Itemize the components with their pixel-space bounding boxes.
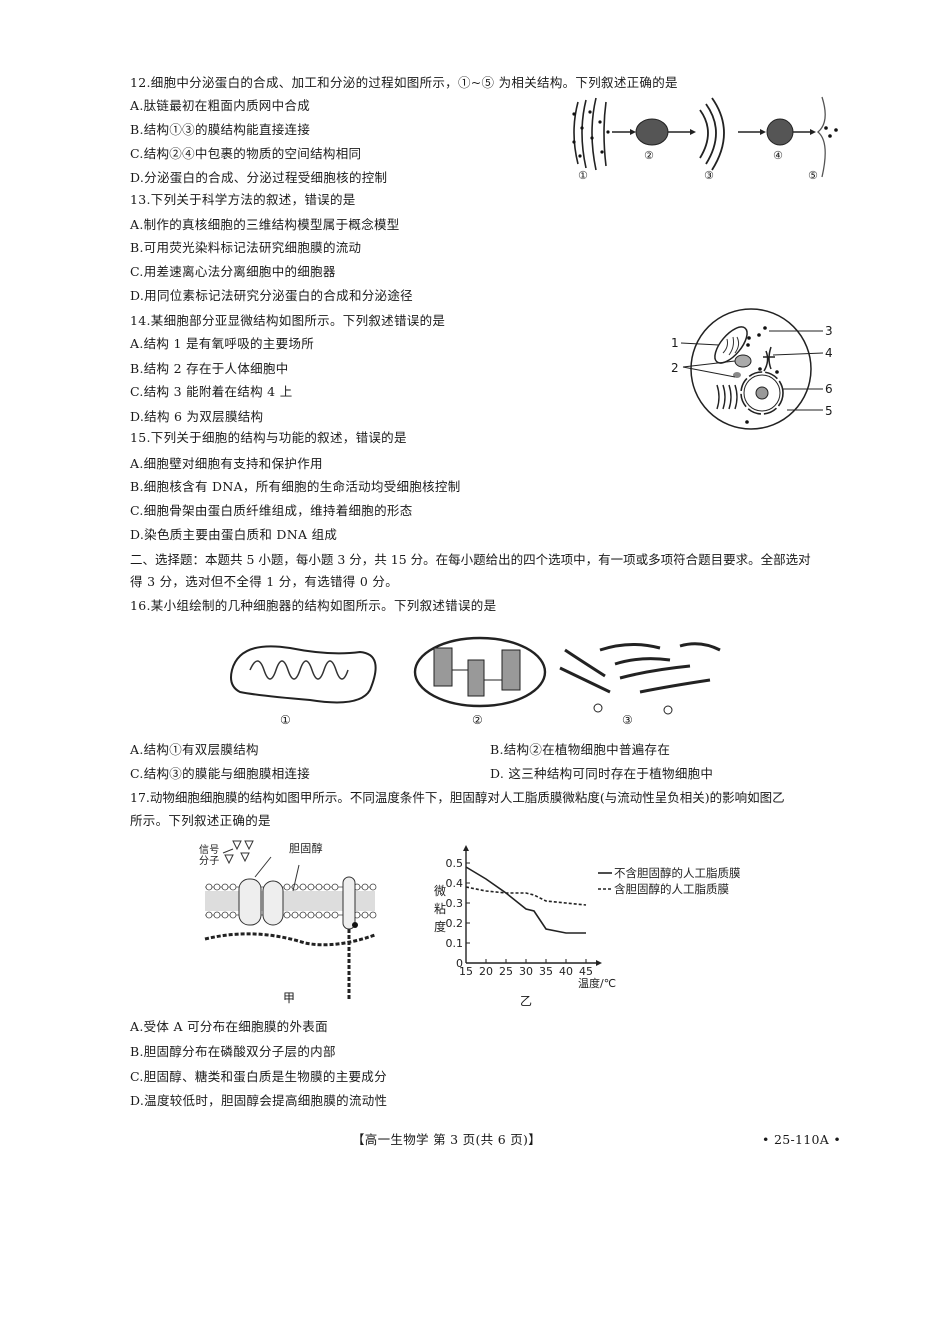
q14-cell-figure: 1 2 3 4 5 6: [665, 305, 845, 435]
svg-text:30: 30: [519, 965, 533, 978]
page-footer-title: 【高一生物学 第 3 页(共 6 页)】: [352, 1132, 542, 1147]
q17-membrane-figure-jia: 信号分子 胆固醇 甲: [195, 835, 385, 1005]
fig12-label-4: ④: [773, 149, 784, 162]
fig14-label-5: 5: [825, 404, 833, 418]
fig17-signal-molecule-label: 信号分子: [199, 845, 220, 867]
fig12-label-1: ①: [578, 169, 589, 182]
q15-option-d: D.染色质主要由蛋白质和 DNA 组成: [130, 527, 338, 542]
svg-text:0.4: 0.4: [446, 877, 464, 890]
q16-option-a: A.结构①有双层膜结构: [130, 742, 259, 757]
fig17-yi-caption: 乙: [520, 994, 533, 1008]
q17-option-c: C.胆固醇、糖类和蛋白质是生物膜的主要成分: [130, 1069, 387, 1084]
q17-option-a: A.受体 A 可分布在细胞膜的外表面: [130, 1019, 328, 1034]
svg-text:45: 45: [579, 965, 593, 978]
q13-option-c: C.用差速离心法分离细胞中的细胞器: [130, 264, 336, 279]
fig16-label-3: ③: [622, 713, 634, 727]
svg-text:20: 20: [479, 965, 493, 978]
q17-option-b: B.胆固醇分布在磷酸双分子层的内部: [130, 1044, 336, 1059]
svg-text:含胆固醇的人工脂质膜: 含胆固醇的人工脂质膜: [614, 882, 729, 896]
q12-option-d: D.分泌蛋白的合成、分泌过程受细胞核的控制: [130, 170, 388, 185]
q17-option-d: D.温度较低时，胆固醇会提高细胞膜的流动性: [130, 1093, 388, 1108]
svg-text:35: 35: [539, 965, 553, 978]
svg-text:15: 15: [459, 965, 473, 978]
svg-text:40: 40: [559, 965, 573, 978]
q16-organelles-figure: ① ② ③: [220, 630, 730, 730]
fig12-label-5: ⑤: [808, 169, 819, 182]
q15-stem: 15.下列关于细胞的结构与功能的叙述，错误的是: [130, 430, 407, 445]
svg-text:不含胆固醇的人工脂质膜: 不含胆固醇的人工脂质膜: [614, 866, 741, 880]
q13-stem: 13.下列关于科学方法的叙述，错误的是: [130, 192, 356, 207]
q15-option-a: A.细胞壁对细胞有支持和保护作用: [130, 456, 323, 471]
q14-option-a: A.结构 1 是有氧呼吸的主要场所: [130, 336, 315, 351]
q13-option-b: B.可用荧光染料标记法研究细胞膜的流动: [130, 240, 362, 255]
q12-stem: 12.细胞中分泌蛋白的合成、加工和分泌的过程如图所示，①~⑤ 为相关结构。下列叙…: [130, 75, 678, 90]
fig16-label-1: ①: [280, 713, 292, 727]
q12-option-b: B.结构①③的膜结构能直接连接: [130, 122, 311, 137]
page-footer-code: • 25-110A •: [762, 1132, 842, 1147]
q12-option-a: A.肽链最初在粗面内质网中合成: [130, 98, 311, 113]
q16-option-c: C.结构③的膜能与细胞膜相连接: [130, 766, 311, 781]
q14-option-d: D.结构 6 为双层膜结构: [130, 409, 264, 424]
svg-text:0.2: 0.2: [446, 917, 464, 930]
fig14-label-6: 6: [825, 382, 833, 396]
q14-option-c: C.结构 3 能附着在结构 4 上: [130, 384, 293, 399]
q14-stem: 14.某细胞部分亚显微结构如图所示。下列叙述错误的是: [130, 313, 446, 328]
q15-option-b: B.细胞核含有 DNA，所有细胞的生命活动均受细胞核控制: [130, 479, 461, 494]
q13-option-d: D.用同位素标记法研究分泌蛋白的合成和分泌途径: [130, 288, 413, 303]
svg-text:温度/℃: 温度/℃: [578, 976, 616, 990]
q17-stem-line2: 所示。下列叙述正确的是: [130, 813, 271, 828]
q16-option-d: D. 这三种结构可同时存在于植物细胞中: [490, 766, 714, 781]
q12-secretion-figure: ① ② ③ ④ ⑤: [560, 92, 840, 184]
svg-text:0.3: 0.3: [446, 897, 464, 910]
section2-instructions-line1: 二、选择题：本题共 5 小题，每小题 3 分，共 15 分。在每小题给出的四个选…: [130, 552, 811, 567]
fig14-label-1: 1: [671, 336, 679, 350]
fig14-label-3: 3: [825, 324, 833, 338]
q17-stem-line1: 17.动物细胞细胞膜的结构如图甲所示。不同温度条件下，胆固醇对人工脂质膜微粘度(…: [130, 790, 785, 805]
svg-text:度: 度: [434, 919, 446, 934]
q12-option-c: C.结构②④中包裹的物质的空间结构相同: [130, 146, 362, 161]
fig14-label-2: 2: [671, 361, 679, 375]
q13-option-a: A.制作的真核细胞的三维结构模型属于概念模型: [130, 217, 400, 232]
fig17-cholesterol-label: 胆固醇: [289, 842, 323, 855]
svg-text:0: 0: [456, 957, 463, 970]
fig12-label-3: ③: [704, 169, 715, 182]
fig17-jia-caption: 甲: [283, 991, 296, 1005]
q16-stem: 16.某小组绘制的几种细胞器的结构如图所示。下列叙述错误的是: [130, 598, 497, 613]
fig14-label-4: 4: [825, 346, 833, 360]
fig12-label-2: ②: [644, 149, 655, 162]
q14-option-b: B.结构 2 存在于人体细胞中: [130, 361, 289, 376]
fig16-label-2: ②: [472, 713, 484, 727]
q15-option-c: C.细胞骨架由蛋白质纤维组成，维持着细胞的形态: [130, 503, 413, 518]
svg-text:粘: 粘: [434, 901, 446, 916]
section2-instructions-line2: 得 3 分，选对但不全得 1 分，有选错得 0 分。: [130, 574, 398, 589]
svg-text:微: 微: [434, 884, 446, 898]
svg-text:0.5: 0.5: [446, 857, 464, 870]
q16-option-b: B.结构②在植物细胞中普遍存在: [490, 742, 671, 757]
svg-text:0.1: 0.1: [446, 937, 464, 950]
svg-text:25: 25: [499, 965, 513, 978]
